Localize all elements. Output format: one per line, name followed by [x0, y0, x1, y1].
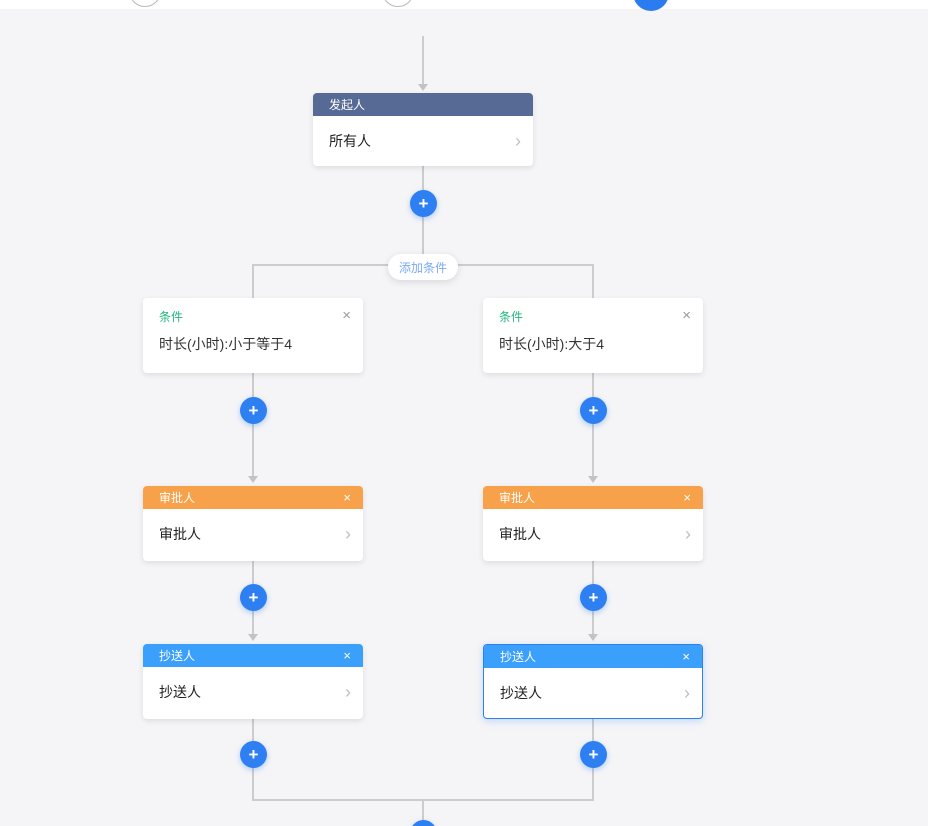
add-node-button-left-3[interactable]: +: [240, 741, 267, 768]
stepper-bar: [0, 0, 928, 11]
stepper-step-2-icon[interactable]: [382, 0, 414, 7]
connector-cond-approver-right: [592, 373, 594, 477]
approver-left-value: 审批人: [159, 526, 201, 542]
plus-icon: +: [248, 745, 259, 764]
close-icon[interactable]: ×: [683, 490, 691, 505]
close-icon[interactable]: ×: [343, 490, 351, 505]
connector-split-right: [592, 264, 594, 298]
chevron-right-icon: ›: [684, 683, 690, 703]
add-node-button-left-1[interactable]: +: [240, 397, 267, 424]
cc-left-value: 抄送人: [159, 684, 201, 700]
chevron-right-icon: ›: [685, 524, 691, 544]
connector-top: [422, 36, 424, 86]
cc-node-left[interactable]: 抄送人 × 抄送人 ›: [143, 644, 363, 719]
close-icon[interactable]: ×: [682, 649, 690, 664]
plus-icon: +: [418, 194, 429, 213]
approver-right-value: 审批人: [499, 526, 541, 542]
close-icon[interactable]: ×: [343, 648, 351, 663]
add-node-button-right-3[interactable]: +: [580, 741, 607, 768]
chevron-right-icon: ›: [345, 682, 351, 702]
condition-node-left[interactable]: 条件 × 时长(小时):小于等于4: [143, 298, 363, 373]
close-icon[interactable]: ×: [342, 307, 351, 324]
cc-right-header: 抄送人 ×: [484, 645, 702, 668]
add-node-button-bottom[interactable]: +: [410, 820, 437, 826]
add-node-button-right-1[interactable]: +: [580, 397, 607, 424]
arrowhead-cc-right: [588, 634, 598, 641]
plus-icon: +: [588, 745, 599, 764]
cc-right-value: 抄送人: [500, 685, 542, 701]
initiator-node-value: 所有人: [329, 133, 371, 149]
add-node-button-left-2[interactable]: +: [240, 584, 267, 611]
plus-icon: +: [588, 401, 599, 420]
initiator-node-title: 发起人: [329, 98, 366, 112]
add-condition-button[interactable]: 添加条件: [388, 254, 458, 280]
connector-split-left: [252, 264, 254, 298]
chevron-right-icon: ›: [515, 131, 521, 151]
stepper-step-3-icon[interactable]: [633, 0, 669, 11]
condition-right-expression: 时长(小时):大于4: [499, 336, 604, 352]
plus-icon: +: [248, 588, 259, 607]
approver-node-left[interactable]: 审批人 × 审批人 ›: [143, 486, 363, 561]
condition-left-expression: 时长(小时):小于等于4: [159, 336, 292, 352]
stepper-step-1-icon[interactable]: [129, 0, 161, 7]
initiator-node[interactable]: 发起人 所有人 ›: [313, 93, 533, 166]
arrowhead-cc-left: [248, 634, 258, 641]
add-condition-label: 添加条件: [398, 260, 447, 275]
add-node-button-right-2[interactable]: +: [580, 584, 607, 611]
arrowhead-approver-left: [248, 476, 258, 483]
arrowhead-initiator: [418, 84, 428, 91]
initiator-node-header: 发起人: [313, 93, 533, 116]
cc-node-right-selected[interactable]: 抄送人 × 抄送人 ›: [483, 644, 703, 719]
chevron-right-icon: ›: [345, 524, 351, 544]
approver-node-right[interactable]: 审批人 × 审批人 ›: [483, 486, 703, 561]
arrowhead-approver-right: [588, 476, 598, 483]
cc-right-title: 抄送人: [500, 650, 537, 664]
condition-right-title: 条件: [499, 310, 524, 324]
connector-cond-approver-left: [252, 373, 254, 477]
approver-left-title: 审批人: [159, 491, 196, 505]
approver-right-header: 审批人 ×: [483, 486, 703, 509]
close-icon[interactable]: ×: [682, 307, 691, 324]
plus-icon: +: [248, 401, 259, 420]
add-node-button-trunk[interactable]: +: [410, 190, 437, 217]
condition-left-title: 条件: [159, 310, 184, 324]
approver-left-header: 审批人 ×: [143, 486, 363, 509]
condition-node-right[interactable]: 条件 × 时长(小时):大于4: [483, 298, 703, 373]
connector-bottom: [422, 799, 424, 826]
cc-left-title: 抄送人: [159, 649, 196, 663]
cc-left-header: 抄送人 ×: [143, 644, 363, 667]
plus-icon: +: [588, 588, 599, 607]
approver-right-title: 审批人: [499, 491, 536, 505]
